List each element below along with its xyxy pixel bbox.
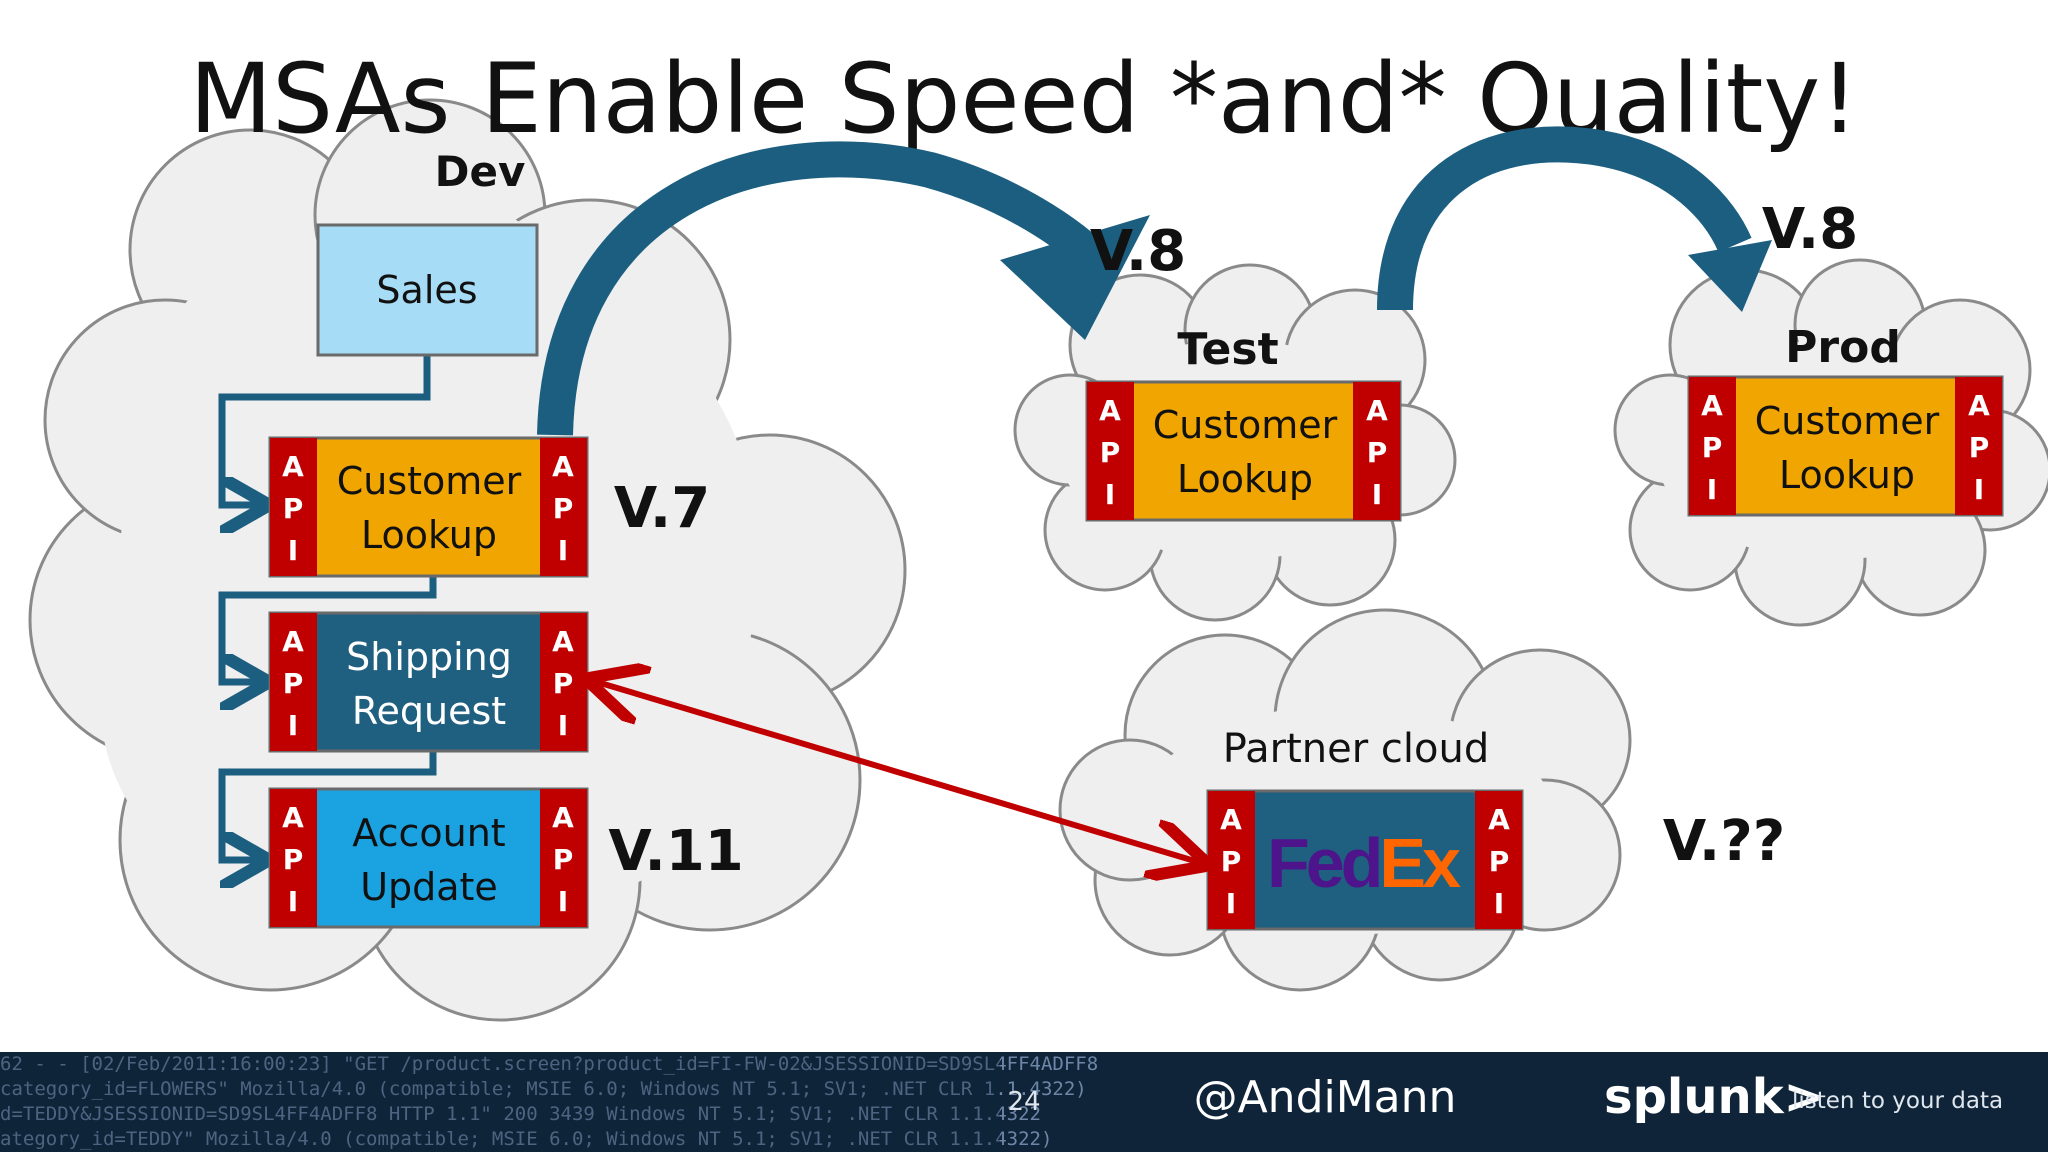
service-label-line2: Lookup xyxy=(1779,453,1915,497)
service-label-line1: Customer xyxy=(337,459,522,503)
api-letter: I xyxy=(1707,473,1717,506)
api-letter: P xyxy=(553,667,574,700)
author-handle: @AndiMann xyxy=(1194,1072,1457,1123)
api-letter: A xyxy=(282,801,304,834)
api-letter: P xyxy=(1702,431,1723,464)
prod-cloud-label: Prod xyxy=(1785,322,1901,373)
partner-cloud-label: Partner cloud xyxy=(1223,726,1489,772)
page-number: 24 xyxy=(1007,1087,1040,1117)
version-dev-customer: V.7 xyxy=(614,476,710,541)
service-label-line2: Request xyxy=(352,689,506,733)
api-letter: A xyxy=(1366,394,1388,427)
dev-shipping-request-service[interactable]: A P I A P I Shipping Request xyxy=(268,611,589,753)
footer-log-line: ategory_id=TEDDY" Mozilla/4.0 (compatibl… xyxy=(0,1128,1052,1150)
test-cloud-label: Test xyxy=(1177,324,1278,375)
api-letter: I xyxy=(288,885,298,918)
api-letter: A xyxy=(1220,803,1242,836)
api-badge-right xyxy=(1955,377,2002,515)
version-prod: V.8 xyxy=(1762,197,1858,262)
api-letter: P xyxy=(1489,845,1510,878)
service-label-line1: Account xyxy=(352,811,505,855)
footer-log-line: d=TEDDY&JSESSIONID=SD9SL4FF4ADFF8 HTTP 1… xyxy=(0,1103,1041,1125)
api-badge-right xyxy=(1353,382,1400,520)
prod-customer-lookup-service[interactable]: A P I A P I Customer Lookup xyxy=(1687,375,2004,517)
api-badge-right xyxy=(540,438,587,576)
api-badge-left xyxy=(270,613,317,751)
service-label-line2: Lookup xyxy=(1177,457,1313,501)
api-letter: I xyxy=(1226,887,1236,920)
service-label-line2: Lookup xyxy=(361,513,497,557)
dev-customer-lookup-service[interactable]: A P I A P I Customer Lookup xyxy=(268,436,589,578)
footer-log-line: 62 - - [02/Feb/2011:16:00:23] "GET /prod… xyxy=(0,1053,1098,1075)
service-label-line1: Customer xyxy=(1153,403,1338,447)
api-letter: I xyxy=(558,885,568,918)
version-dev-account: V.11 xyxy=(608,819,743,884)
sales-label: Sales xyxy=(376,268,477,312)
service-label-line1: Customer xyxy=(1755,399,1940,443)
service-label-line2: Update xyxy=(360,865,498,909)
version-test: V.8 xyxy=(1090,219,1186,284)
sales-service[interactable]: Sales xyxy=(316,223,539,357)
test-customer-lookup-service[interactable]: A P I A P I Customer Lookup xyxy=(1085,380,1402,522)
version-partner: V.?? xyxy=(1663,809,1785,874)
api-letter: A xyxy=(552,625,574,658)
api-letter: P xyxy=(283,667,304,700)
api-letter: I xyxy=(1372,478,1382,511)
shipping-to-fedex-link xyxy=(597,682,1198,862)
api-letter: A xyxy=(552,801,574,834)
partner-fedex-service[interactable]: A P I A P I FedEx xyxy=(1206,789,1524,931)
splunk-tagline: listen to your data xyxy=(1792,1088,2003,1114)
fedex-logo: FedEx xyxy=(1267,824,1465,902)
svg-text:FedEx: FedEx xyxy=(1267,824,1461,902)
api-letter: A xyxy=(1488,803,1510,836)
api-letter: A xyxy=(1701,389,1723,422)
api-letter: I xyxy=(1974,473,1984,506)
splunk-logo: splunk> xyxy=(1604,1069,1824,1125)
deploy-arrow-dev-to-test xyxy=(537,141,1150,436)
api-letter: I xyxy=(558,534,568,567)
dev-account-update-service[interactable]: A P I A P I Account Update xyxy=(268,787,589,929)
api-badge-right xyxy=(1475,791,1522,929)
api-letter: I xyxy=(1105,478,1115,511)
api-letter: A xyxy=(1968,389,1990,422)
api-letter: A xyxy=(1099,394,1121,427)
api-letter: P xyxy=(553,843,574,876)
dev-cloud-label: Dev xyxy=(435,147,526,196)
api-letter: P xyxy=(1100,436,1121,469)
footer-log-line: category_id=FLOWERS" Mozilla/4.0 (compat… xyxy=(0,1078,1087,1100)
api-letter: P xyxy=(283,492,304,525)
api-badge-left xyxy=(1689,377,1736,515)
service-label-line1: Shipping xyxy=(346,635,512,679)
api-badge-left xyxy=(270,789,317,927)
api-letter: I xyxy=(558,709,568,742)
api-badge-left xyxy=(1087,382,1134,520)
api-letter: P xyxy=(1221,845,1242,878)
api-letter: P xyxy=(283,843,304,876)
api-letter: I xyxy=(288,709,298,742)
deploy-arrow-test-to-prod xyxy=(1377,126,1772,312)
api-badge-left xyxy=(270,438,317,576)
api-letter: P xyxy=(1367,436,1388,469)
api-letter: A xyxy=(282,450,304,483)
api-letter: P xyxy=(553,492,574,525)
api-letter: P xyxy=(1969,431,1990,464)
api-letter: A xyxy=(552,450,574,483)
api-letter: I xyxy=(1494,887,1504,920)
dev-flow-connectors xyxy=(218,352,437,860)
api-letter: I xyxy=(288,534,298,567)
api-letter: A xyxy=(282,625,304,658)
footer-band: 62 - - [02/Feb/2011:16:00:23] "GET /prod… xyxy=(0,1052,2048,1152)
